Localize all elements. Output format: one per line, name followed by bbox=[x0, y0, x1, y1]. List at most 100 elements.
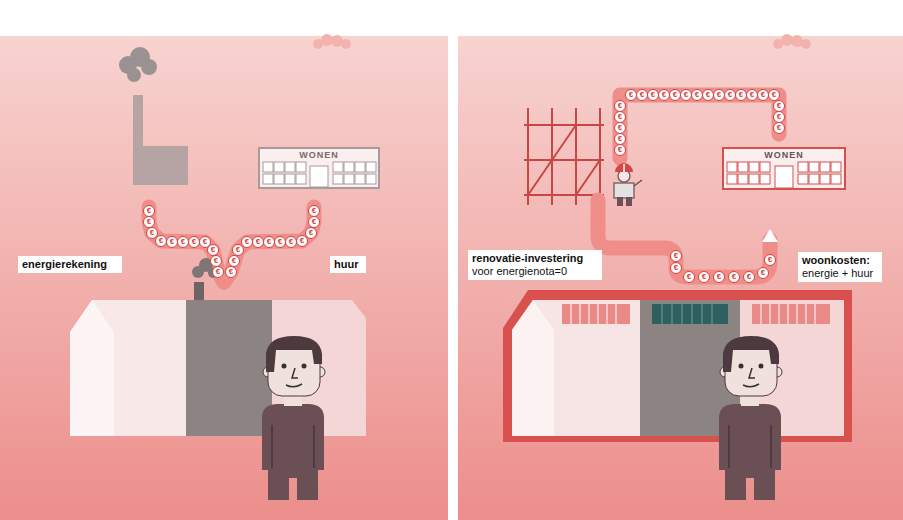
label-box: energierekening bbox=[18, 256, 122, 273]
euro-sign: € bbox=[670, 90, 680, 99]
euro-sign: € bbox=[306, 228, 316, 237]
euro-sign: € bbox=[309, 217, 319, 226]
euro-sign: € bbox=[208, 245, 218, 254]
euro-sign: € bbox=[286, 237, 296, 246]
euro-sign: € bbox=[615, 101, 625, 110]
building-name: WONEN bbox=[260, 149, 378, 160]
euro-sign: € bbox=[615, 134, 625, 143]
euro-sign: € bbox=[684, 272, 694, 281]
euro-sign: € bbox=[744, 272, 754, 281]
building-facade bbox=[258, 147, 380, 189]
scaffolding bbox=[524, 108, 604, 205]
euro-sign: € bbox=[189, 237, 199, 246]
euro-sign: € bbox=[167, 237, 177, 246]
euro-coin: € bbox=[773, 122, 785, 134]
euro-sign: € bbox=[264, 237, 274, 246]
euro-sign: € bbox=[213, 267, 223, 276]
euro-sign: € bbox=[144, 217, 154, 226]
smoke-cloud bbox=[119, 47, 157, 82]
label-box: woonkosten:energie + huur bbox=[798, 252, 882, 282]
euro-coin: € bbox=[713, 271, 725, 283]
cost-label: energierekening bbox=[22, 258, 118, 271]
euro-sign: € bbox=[226, 267, 236, 276]
arrow-head bbox=[762, 229, 778, 242]
euro-coin: € bbox=[296, 235, 308, 247]
cost-label: huur bbox=[334, 258, 362, 271]
euro-coin: € bbox=[263, 236, 275, 248]
euro-sign: € bbox=[615, 145, 625, 154]
euro-sign: € bbox=[736, 90, 746, 99]
euro-sign: € bbox=[242, 237, 252, 246]
euro-sign: € bbox=[725, 90, 735, 99]
euro-sign: € bbox=[671, 251, 681, 260]
euro-sign: € bbox=[714, 272, 724, 281]
euro-coin: € bbox=[274, 236, 286, 248]
euro-sign: € bbox=[297, 236, 307, 245]
euro-sign: € bbox=[703, 90, 713, 99]
renovated-row-houses bbox=[503, 290, 852, 442]
euro-coin: € bbox=[614, 100, 626, 112]
euro-sign: € bbox=[774, 123, 784, 132]
label-box: renovatie-investeringvoor energienota=0 bbox=[468, 250, 602, 280]
euro-sign: € bbox=[615, 123, 625, 132]
cost-label: renovatie-investering bbox=[472, 252, 598, 265]
euro-sign: € bbox=[729, 272, 739, 281]
euro-sign: € bbox=[758, 268, 768, 277]
euro-sign: € bbox=[233, 245, 243, 254]
euro-sign: € bbox=[774, 101, 784, 110]
worker-figure bbox=[614, 163, 642, 206]
euro-coin: € bbox=[757, 267, 769, 279]
euro-coin: € bbox=[614, 133, 626, 145]
money-chain bbox=[149, 207, 314, 282]
panel-background bbox=[0, 36, 448, 520]
euro-sign: € bbox=[211, 256, 221, 265]
euro-sign: € bbox=[309, 206, 319, 215]
euro-sign: € bbox=[178, 237, 188, 246]
euro-sign: € bbox=[229, 256, 239, 265]
euro-sign: € bbox=[747, 90, 757, 99]
euro-sign: € bbox=[275, 237, 285, 246]
euro-coin: € bbox=[285, 236, 297, 248]
euro-sign: € bbox=[659, 90, 669, 99]
label-box: huur bbox=[330, 256, 366, 273]
euro-coin: € bbox=[670, 250, 682, 262]
euro-coin: € bbox=[764, 254, 776, 266]
euro-sign: € bbox=[774, 112, 784, 121]
euro-sign: € bbox=[699, 272, 709, 281]
euro-sign: € bbox=[637, 90, 647, 99]
euro-sign: € bbox=[648, 90, 658, 99]
euro-coin: € bbox=[614, 144, 626, 156]
resident-figure bbox=[719, 336, 782, 500]
cloud bbox=[313, 34, 811, 49]
building-box: WONEN bbox=[258, 147, 380, 189]
building-facade bbox=[722, 147, 846, 190]
euro-coin: € bbox=[743, 271, 755, 283]
euro-sign: € bbox=[769, 90, 779, 99]
euro-coin: € bbox=[683, 271, 695, 283]
euro-sign: € bbox=[765, 255, 775, 264]
euro-coin: € bbox=[614, 111, 626, 123]
factory-building bbox=[143, 146, 188, 185]
cost-label: voor energienota=0 bbox=[472, 265, 598, 278]
euro-sign: € bbox=[714, 90, 724, 99]
panel-background bbox=[458, 36, 903, 520]
factory-chimney bbox=[133, 95, 143, 185]
euro-coin: € bbox=[252, 236, 264, 248]
euro-sign: € bbox=[144, 206, 154, 215]
euro-coin: € bbox=[212, 266, 224, 278]
euro-sign: € bbox=[692, 90, 702, 99]
euro-sign: € bbox=[671, 263, 681, 272]
cost-label: woonkosten: bbox=[802, 254, 878, 267]
resident-figure bbox=[262, 336, 325, 500]
euro-coin: € bbox=[225, 266, 237, 278]
euro-sign: € bbox=[681, 90, 691, 99]
building-name: WONEN bbox=[724, 149, 844, 160]
euro-coin: € bbox=[614, 122, 626, 134]
euro-sign: € bbox=[758, 90, 768, 99]
euro-sign: € bbox=[253, 237, 263, 246]
euro-coin: € bbox=[670, 262, 682, 274]
building-box: WONEN bbox=[722, 147, 846, 190]
